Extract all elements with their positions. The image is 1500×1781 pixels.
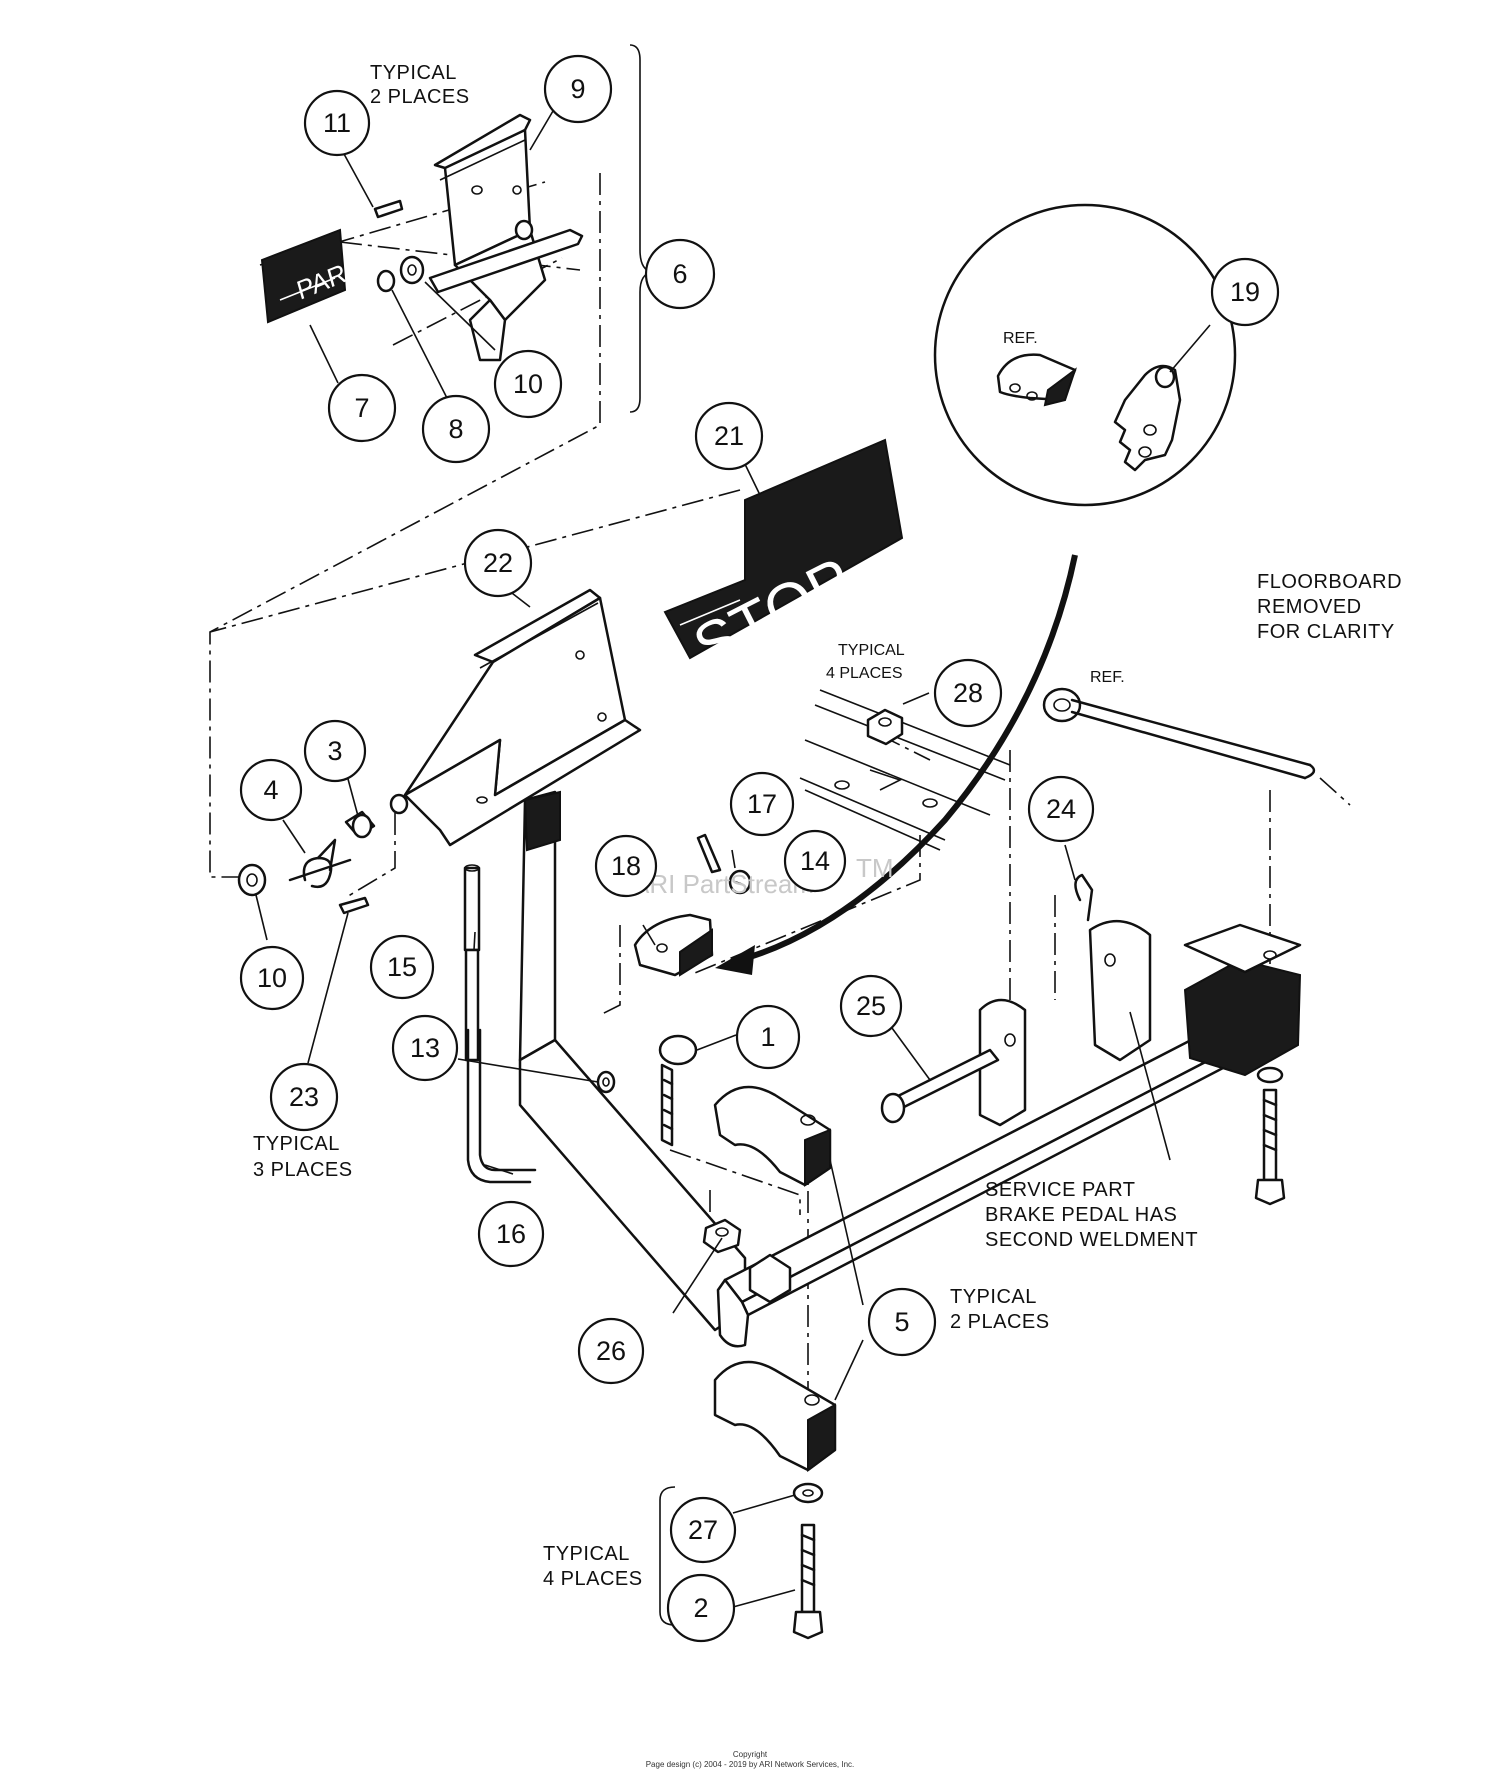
detail-arrow	[715, 554, 1078, 975]
callout-22[interactable]: 22	[463, 528, 533, 598]
callout-28[interactable]: 28	[933, 658, 1003, 728]
note-typical-4-mid-line2: 4 PLACES	[826, 665, 902, 682]
nut-28-and-ref-shaft	[866, 687, 1351, 806]
note-typical-2-low-line1: TYPICAL	[950, 1286, 1037, 1308]
floorboard-outline	[799, 689, 1011, 851]
svg-text:1: 1	[760, 1022, 775, 1052]
callout-24[interactable]: 24	[1027, 775, 1095, 843]
svg-text:10: 10	[257, 963, 287, 993]
callout-2[interactable]: 2	[666, 1573, 736, 1643]
brake-pedal	[389, 588, 747, 1332]
svg-text:24: 24	[1046, 794, 1076, 824]
svg-text:7: 7	[354, 393, 369, 423]
notes: TYPICAL 2 PLACES REF. FLOORBOARD REMOVED…	[253, 62, 1402, 1590]
svg-text:21: 21	[714, 421, 744, 451]
callout-16[interactable]: 16	[477, 1200, 545, 1268]
svg-text:6: 6	[672, 259, 687, 289]
callout-7[interactable]: 7	[327, 373, 397, 443]
callout-13[interactable]: 13	[391, 1014, 459, 1082]
svg-text:2: 2	[693, 1593, 708, 1623]
svg-text:5: 5	[894, 1307, 909, 1337]
callouts: 1 2 3 4 5 5 6 7 8 9 10 10 11 13 14 15 16…	[239, 54, 1280, 1643]
note-typical-3-line2: 3 PLACES	[253, 1159, 353, 1181]
svg-text:8: 8	[448, 414, 463, 444]
svg-text:22: 22	[483, 548, 513, 578]
svg-text:11: 11	[323, 108, 351, 138]
callout-17[interactable]: 17	[729, 771, 795, 837]
note-typical-2-top-line2: 2 PLACES	[370, 86, 470, 108]
park-pedal-assembly: PARK	[260, 113, 584, 362]
callout-19[interactable]: 19	[1210, 257, 1280, 327]
lower-bearing-hardware	[713, 1066, 1286, 1640]
callout-23[interactable]: 23	[269, 1062, 339, 1132]
svg-text:23: 23	[289, 1082, 319, 1112]
pedal-small-parts	[237, 810, 752, 1184]
note-ref-detail: REF.	[1003, 330, 1038, 347]
note-typical-4-bottom-line1: TYPICAL	[543, 1543, 630, 1565]
callout-10-upper[interactable]: 10	[493, 349, 563, 419]
svg-text:15: 15	[387, 952, 417, 982]
note-service-part-line3: SECOND WELDMENT	[985, 1229, 1198, 1251]
note-ref-shaft: REF.	[1090, 669, 1125, 686]
svg-text:28: 28	[953, 678, 983, 708]
note-floorboard-line1: FLOORBOARD	[1257, 571, 1402, 593]
svg-text:18: 18	[611, 851, 641, 881]
callout-14[interactable]: 14	[783, 829, 847, 893]
callout-10-lower[interactable]: 10	[239, 945, 305, 1011]
footer-page-design: Page design (c) 2004 - 2019 by ARI Netwo…	[645, 1760, 855, 1769]
svg-text:27: 27	[688, 1515, 718, 1545]
note-typical-4-bottom-line2: 4 PLACES	[543, 1568, 643, 1590]
svg-text:3: 3	[327, 736, 342, 766]
footer-copyright: Copyright	[732, 1750, 768, 1759]
bracket-6	[629, 44, 653, 413]
svg-text:13: 13	[410, 1033, 440, 1063]
note-floorboard-line3: FOR CLARITY	[1257, 621, 1395, 643]
watermark-tm: TM	[856, 853, 894, 883]
callout-8[interactable]: 8	[421, 394, 491, 464]
callout-5-upper[interactable]: 5	[867, 1287, 937, 1357]
note-service-part-line1: SERVICE PART	[985, 1179, 1136, 1201]
svg-text:14: 14	[800, 846, 830, 876]
callout-3[interactable]: 3	[303, 719, 367, 783]
watermark-text: ARI PartStream	[632, 869, 814, 899]
callout-15[interactable]: 15	[369, 934, 435, 1000]
svg-text:9: 9	[570, 74, 585, 104]
callout-6[interactable]: 6	[644, 238, 716, 310]
callout-21[interactable]: 21	[694, 401, 764, 471]
note-typical-2-top-line1: TYPICAL	[370, 62, 457, 84]
svg-text:25: 25	[856, 991, 886, 1021]
pedal-cross-shaft	[658, 873, 1302, 1348]
callout-25[interactable]: 25	[839, 974, 903, 1038]
callout-27[interactable]: 27	[669, 1496, 737, 1564]
bracket-typical-4-bottom	[659, 1486, 676, 1626]
callout-11[interactable]: 11	[303, 89, 371, 157]
note-typical-3-line1: TYPICAL	[253, 1133, 340, 1155]
detail-view-19	[933, 203, 1237, 507]
svg-text:17: 17	[747, 789, 777, 819]
svg-text:16: 16	[496, 1219, 526, 1249]
svg-text:19: 19	[1230, 277, 1260, 307]
note-typical-2-low-line2: 2 PLACES	[950, 1311, 1050, 1333]
svg-text:10: 10	[513, 369, 543, 399]
note-typical-4-mid-line1: TYPICAL	[838, 642, 905, 659]
watermark: ARI PartStream TM	[632, 853, 894, 899]
callout-9[interactable]: 9	[543, 54, 613, 124]
svg-text:4: 4	[263, 775, 278, 805]
callout-4[interactable]: 4	[239, 758, 303, 822]
callout-1[interactable]: 1	[735, 1004, 801, 1070]
svg-text:26: 26	[596, 1336, 626, 1366]
callout-26[interactable]: 26	[577, 1317, 645, 1385]
note-floorboard-line2: REMOVED	[1257, 596, 1362, 618]
callout-18[interactable]: 18	[594, 834, 658, 898]
note-service-part-line2: BRAKE PEDAL HAS	[985, 1204, 1177, 1226]
